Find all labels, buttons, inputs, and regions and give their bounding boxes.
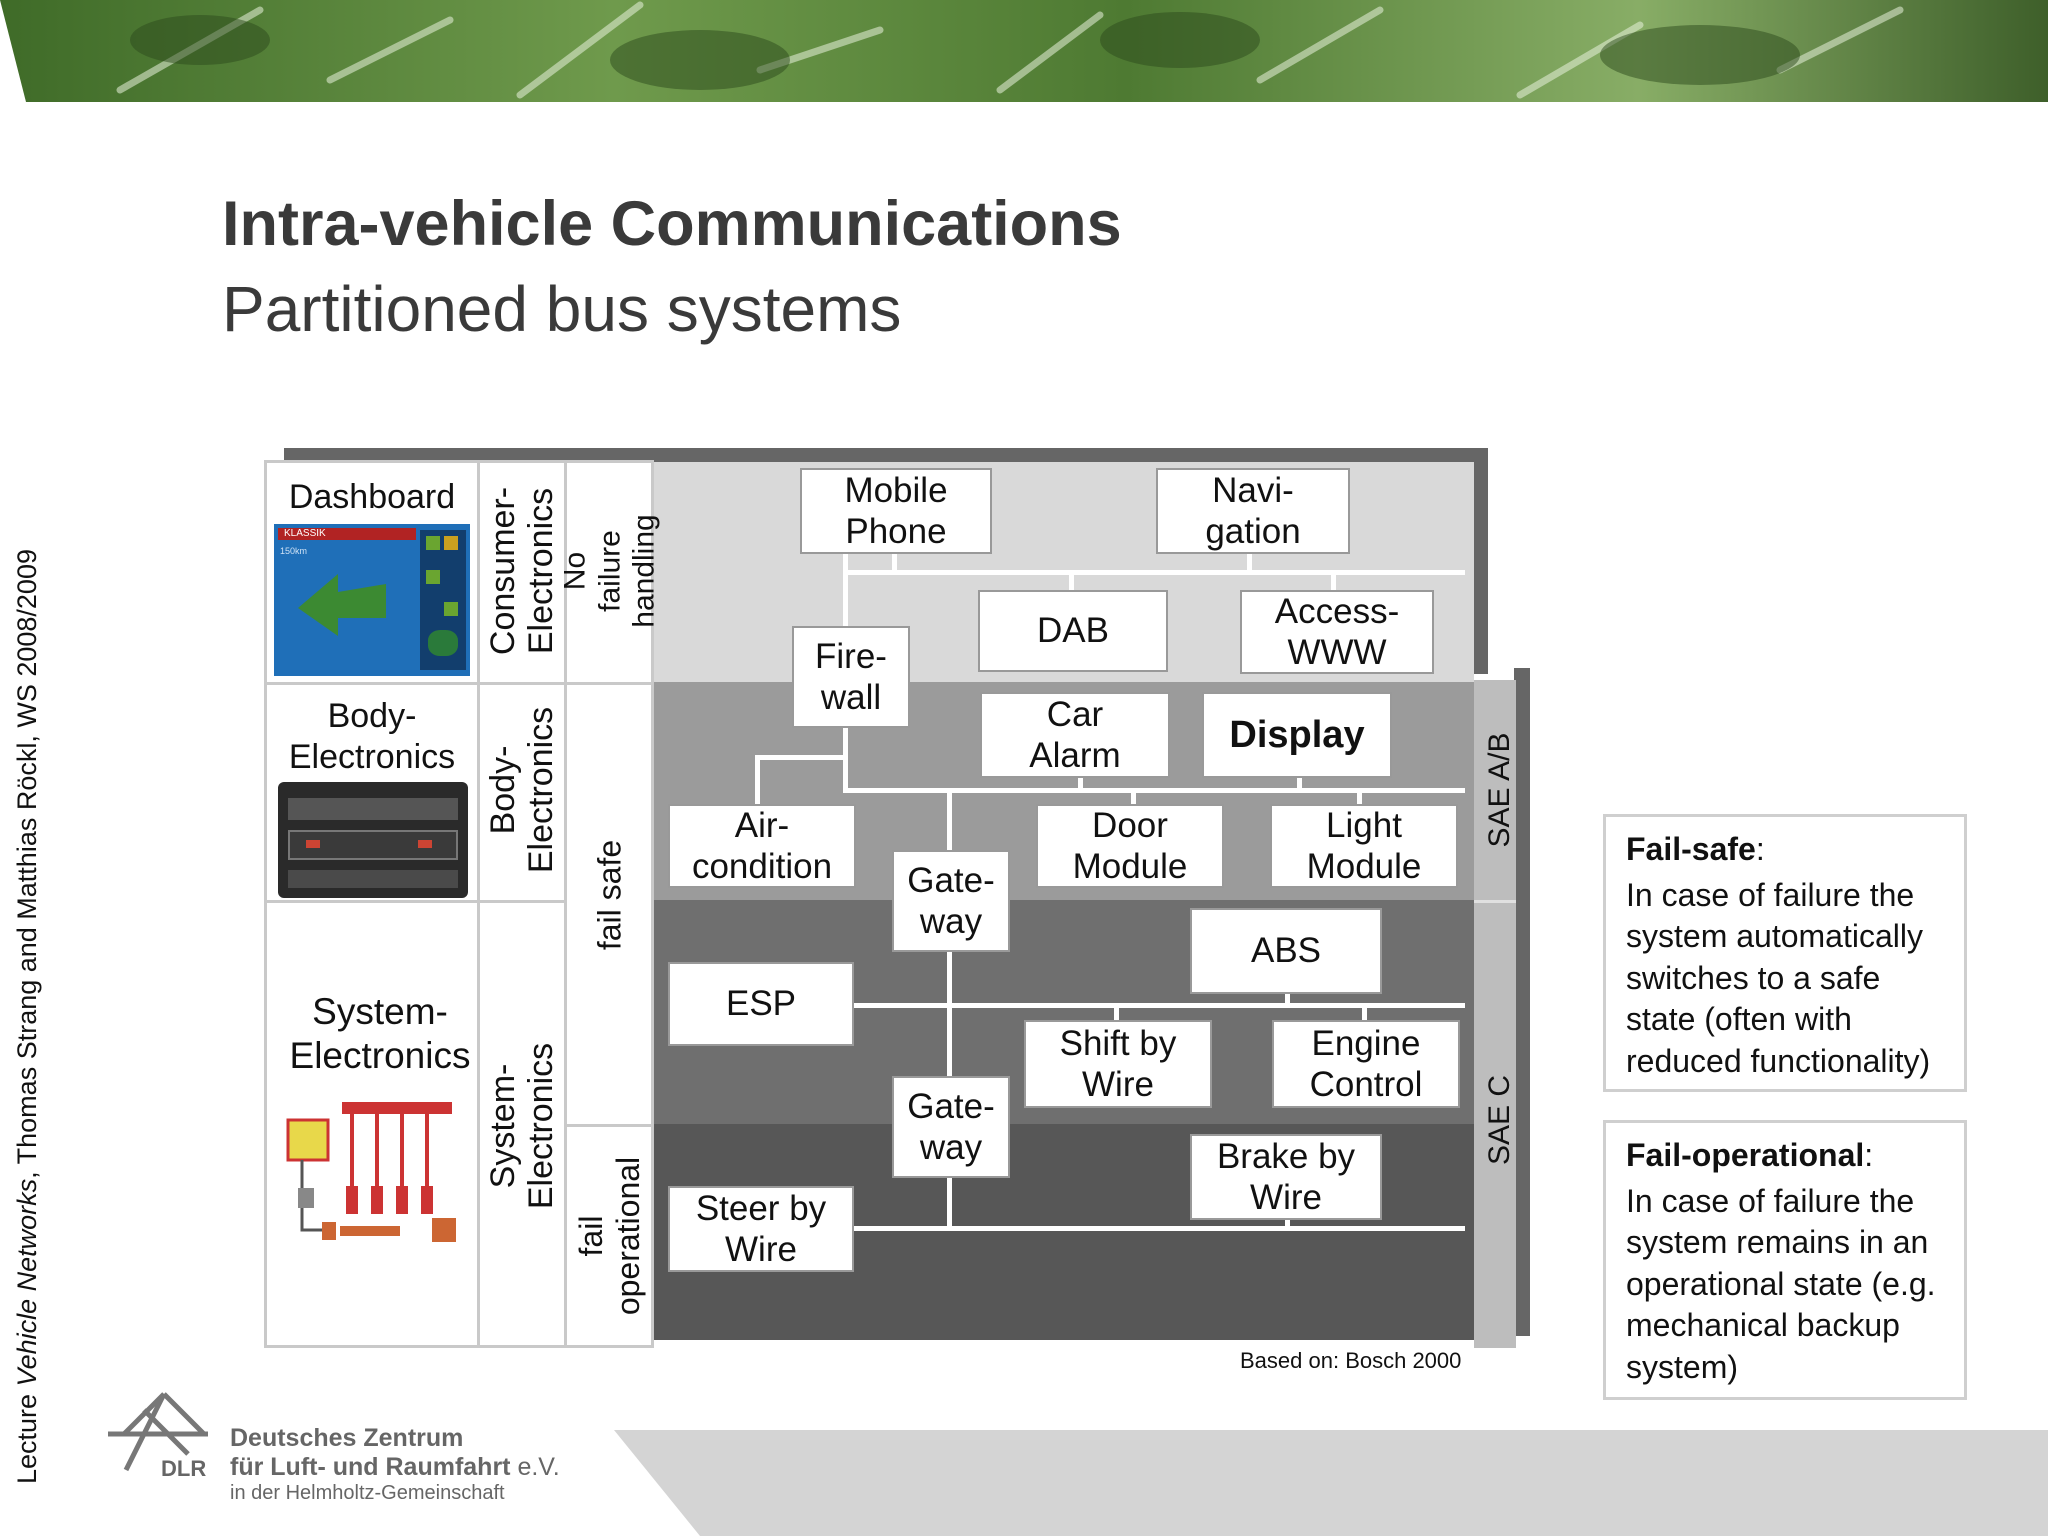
logo-line2-suffix: e.V.: [510, 1452, 560, 1481]
note-fail-safe-term: Fail-safe: [1626, 831, 1756, 867]
note-fail-safe: Fail-safe: In case of failure the system…: [1603, 814, 1967, 1092]
side-text-authors: , Thomas Strang and Matthias Röckl, WS 2…: [12, 549, 42, 1179]
dlr-logo-text: Deutsches Zentrum für Luft- und Raumfahr…: [230, 1424, 560, 1505]
diagram-shadow-sae: [1514, 668, 1530, 1336]
dashboard-screen-label: KLASSIK: [278, 528, 416, 540]
node-mobile-phone: Mobile Phone: [800, 468, 992, 554]
diagram-credit: Based on: Bosch 2000: [1240, 1348, 1462, 1373]
failure-operational: fail operational: [573, 1156, 646, 1316]
system-electronics-image: [286, 1102, 456, 1242]
bus-system-safe: [850, 1003, 1465, 1008]
header-banner: [0, 0, 2048, 102]
row-divider-1: [264, 682, 567, 685]
node-navigation: Navi- gation: [1156, 468, 1350, 554]
note-fail-operational: Fail-operational: In case of failure the…: [1603, 1120, 1967, 1400]
diagram-shadow-right: [1474, 448, 1488, 674]
node-dab: DAB: [978, 590, 1168, 672]
failure-none: No failure handling: [558, 514, 661, 628]
category-system-electronics: System- Electronics: [483, 1042, 560, 1210]
node-gateway-2: Gate- way: [892, 1076, 1010, 1178]
category-body-electronics: Body- Electronics: [483, 706, 560, 874]
domain-body-electronics: Body- Electronics: [288, 697, 456, 776]
sae-divider: [1474, 900, 1516, 903]
node-firewall: Fire- wall: [792, 626, 910, 728]
domain-system-electronics: System- Electronics: [289, 991, 471, 1076]
dlr-logo-icon: [108, 1392, 208, 1472]
dashboard-screen-sub: 150km: [280, 546, 308, 556]
slide-subtitle: Partitioned bus systems: [222, 273, 902, 345]
column-divider-1: [477, 460, 480, 1348]
logo-line3: in der Helmholtz-Gemeinschaft: [230, 1481, 505, 1504]
domain-dashboard: Dashboard: [288, 478, 456, 516]
failure-safe: fail safe: [591, 839, 628, 951]
bus-body: [843, 788, 1465, 793]
category-consumer-electronics: Consumer- Electronics: [483, 486, 560, 656]
footer-band: [614, 1430, 2048, 1536]
node-access-www: Access- WWW: [1240, 590, 1434, 674]
row-divider-3: [564, 682, 654, 685]
node-steer-by-wire: Steer by Wire: [668, 1186, 854, 1272]
row-divider-2: [264, 900, 567, 903]
note-fail-safe-text: In case of failure the system automatica…: [1626, 876, 1931, 1079]
bus-consumer: [843, 570, 1465, 575]
note-fail-operational-text: In case of failure the system remains in…: [1626, 1182, 1936, 1385]
sae-bar: [1474, 680, 1516, 1348]
dlr-abbr: DLR: [161, 1456, 207, 1481]
node-air-condition: Air- condition: [668, 804, 856, 888]
node-abs: ABS: [1190, 908, 1382, 994]
node-light-module: Light Module: [1270, 804, 1458, 888]
side-text-course: Vehicle Networks: [12, 1178, 42, 1387]
slide-title: Intra-vehicle Communications: [222, 189, 1122, 259]
note-fail-safe-colon: :: [1755, 831, 1765, 867]
node-gateway-1: Gate- way: [892, 850, 1010, 952]
node-esp: ESP: [668, 962, 854, 1046]
arrow-icon: [298, 574, 386, 636]
body-electronics-image: [278, 782, 468, 898]
note-fail-operational-colon: :: [1864, 1137, 1874, 1173]
row-divider-4: [564, 1124, 654, 1127]
bus-gateway-trunk: [947, 788, 952, 1228]
node-brake-by-wire: Brake by Wire: [1190, 1134, 1382, 1220]
note-fail-operational-term: Fail-operational: [1626, 1137, 1865, 1173]
sae-ab-label: SAE A/B: [1483, 732, 1516, 848]
logo-line2: für Luft- und Raumfahrt: [230, 1452, 511, 1481]
node-display: Display: [1202, 692, 1392, 778]
node-door-module: Door Module: [1036, 804, 1224, 888]
dashboard-image: KLASSIK 150km: [274, 524, 470, 676]
node-shift-by-wire: Shift by Wire: [1024, 1020, 1212, 1108]
banner-photo: [0, 0, 2048, 102]
node-engine-control: Engine Control: [1272, 1020, 1460, 1108]
column-divider-2: [564, 460, 567, 1348]
lecture-footer-vertical: Lecture Vehicle Networks, Thomas Strang …: [12, 549, 43, 1484]
sae-c-label: SAE C: [1483, 1074, 1516, 1166]
node-car-alarm: Car Alarm: [980, 692, 1170, 778]
bus-system-operational: [850, 1226, 1465, 1231]
dashboard-side-panel: [420, 530, 466, 670]
logo-line1: Deutsches Zentrum: [230, 1424, 464, 1452]
